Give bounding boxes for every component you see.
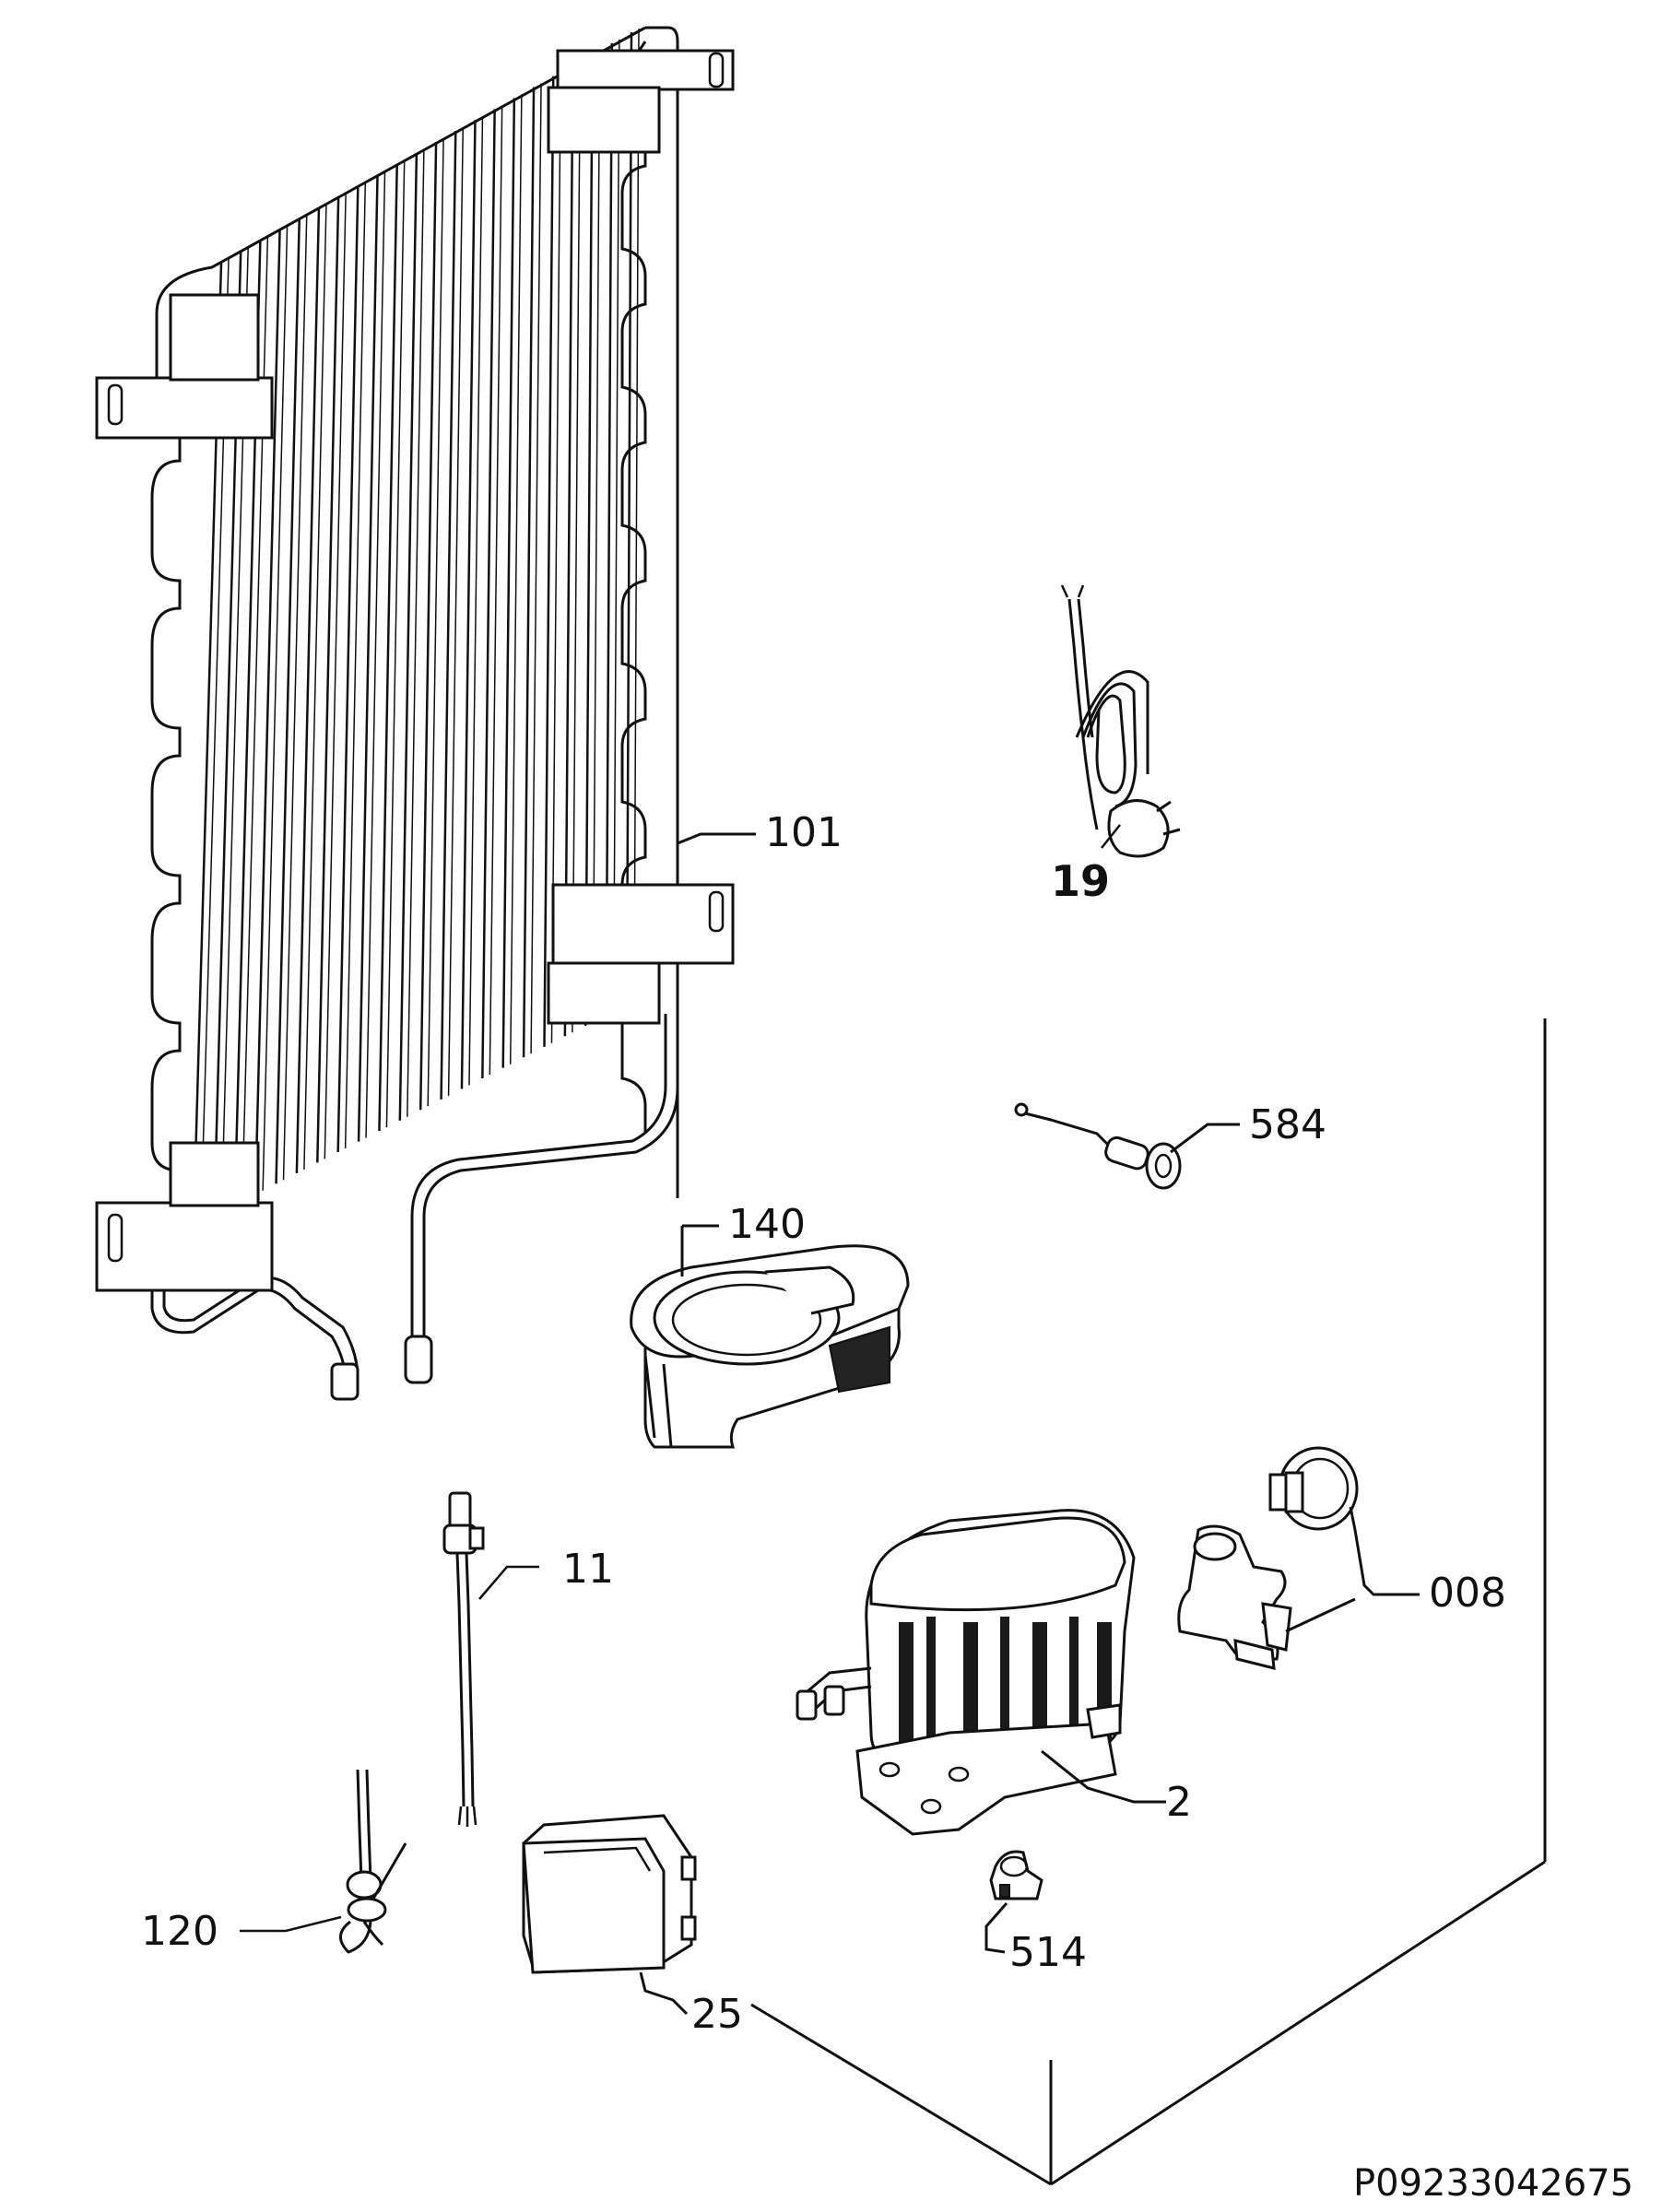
leader-140 <box>680 1224 719 1277</box>
power-cord <box>1060 584 1181 858</box>
condenser-wire <box>427 138 444 1107</box>
condenser-wire <box>324 193 347 1159</box>
callout-120: 120 <box>141 1908 218 1955</box>
leader-25 <box>639 1971 689 2016</box>
callout-140: 140 <box>728 1201 806 1248</box>
condenser-tube-end <box>330 1362 360 1401</box>
compressor <box>796 1509 1166 1836</box>
condenser-wire <box>605 42 614 1016</box>
callout-008: 008 <box>1429 1570 1506 1617</box>
condenser-bracket-top-left <box>95 293 274 440</box>
leader-514 <box>984 1902 1008 1954</box>
condenser-wire <box>316 196 340 1163</box>
condenser-wire <box>447 127 465 1096</box>
condenser-wire <box>501 98 516 1068</box>
leader-120 <box>240 1915 342 1933</box>
condenser-wire <box>468 116 484 1086</box>
relay-protector <box>1177 1446 1420 1670</box>
condenser-wire <box>378 163 398 1132</box>
leader-11 <box>478 1565 539 1600</box>
condenser-wire-grid <box>192 28 640 1227</box>
condenser-wire <box>543 76 555 1047</box>
condenser-wire <box>440 131 457 1100</box>
callout-584: 584 <box>1249 1101 1326 1148</box>
document-code: P09233042675 <box>1353 2162 1633 2205</box>
condenser-wire <box>481 109 496 1079</box>
compressor-shading <box>899 1617 1112 1742</box>
compressor-stripe <box>1000 1617 1009 1736</box>
sensor-ring <box>1145 1142 1182 1190</box>
condenser-bracket-top-right <box>547 49 735 154</box>
condenser-wire <box>509 94 523 1065</box>
leader-19 <box>1101 824 1121 849</box>
callout-101: 101 <box>765 809 843 856</box>
condenser-wire <box>365 171 386 1138</box>
compressor-stripe <box>899 1622 914 1742</box>
compressor-stripe <box>1069 1617 1079 1736</box>
condenser-wire <box>550 72 561 1043</box>
condenser-wire <box>344 182 367 1149</box>
condenser-wire <box>295 207 321 1173</box>
callout-11: 11 <box>562 1546 614 1593</box>
condenser-wire <box>584 53 594 1026</box>
condenser-wire <box>563 65 574 1037</box>
condenser-bracket-mid-right <box>547 883 735 1025</box>
leader-584 <box>1170 1123 1240 1154</box>
condenser-outlet-end <box>404 1335 433 1384</box>
drip-tray-vent <box>828 1325 890 1394</box>
condenser-wire <box>398 152 418 1121</box>
compressor-stripe <box>926 1617 936 1736</box>
leader-008 <box>1285 1506 1420 1633</box>
condenser-wire <box>357 174 379 1142</box>
cabinet-outline <box>750 1018 1547 2186</box>
relay-lead <box>442 1491 539 1827</box>
condenser-wire <box>282 215 308 1181</box>
callout-19: 19 <box>1051 856 1110 906</box>
wire-grommet <box>240 1769 407 1954</box>
condenser-bracket-bottom-left <box>95 1141 274 1292</box>
condenser-wire <box>522 87 536 1058</box>
condenser-wire <box>418 142 438 1111</box>
condenser-wire <box>592 50 601 1022</box>
condenser-wire <box>633 28 640 1002</box>
sensor-lead <box>1014 1102 1240 1190</box>
condenser-wire <box>489 105 503 1076</box>
condenser-wire <box>262 226 289 1191</box>
condenser-wire <box>275 218 301 1184</box>
compressor-stripe <box>1032 1622 1047 1742</box>
condenser-wire <box>407 148 425 1117</box>
condenser-wire <box>625 31 633 1006</box>
callout-514: 514 <box>1009 1929 1087 1976</box>
condenser-wire <box>336 185 360 1153</box>
condenser-wire <box>385 159 406 1128</box>
condenser-wire <box>612 39 620 1012</box>
condenser-wire <box>303 204 327 1170</box>
drip-tray <box>630 1224 910 1449</box>
leader-2 <box>1041 1749 1166 1804</box>
callout-25: 25 <box>691 1991 743 2038</box>
condenser-wire <box>530 83 542 1054</box>
power-plug <box>1107 799 1170 858</box>
condenser <box>95 26 756 1401</box>
compressor-stripe <box>963 1622 978 1742</box>
condenser-wire <box>253 229 281 1194</box>
mounting-clip <box>984 1850 1043 1954</box>
callout-2: 2 <box>1166 1779 1192 1826</box>
relay-cover <box>522 1814 697 2016</box>
condenser-wire <box>572 61 582 1033</box>
leader-101 <box>677 832 756 845</box>
condenser-wire <box>460 120 477 1089</box>
